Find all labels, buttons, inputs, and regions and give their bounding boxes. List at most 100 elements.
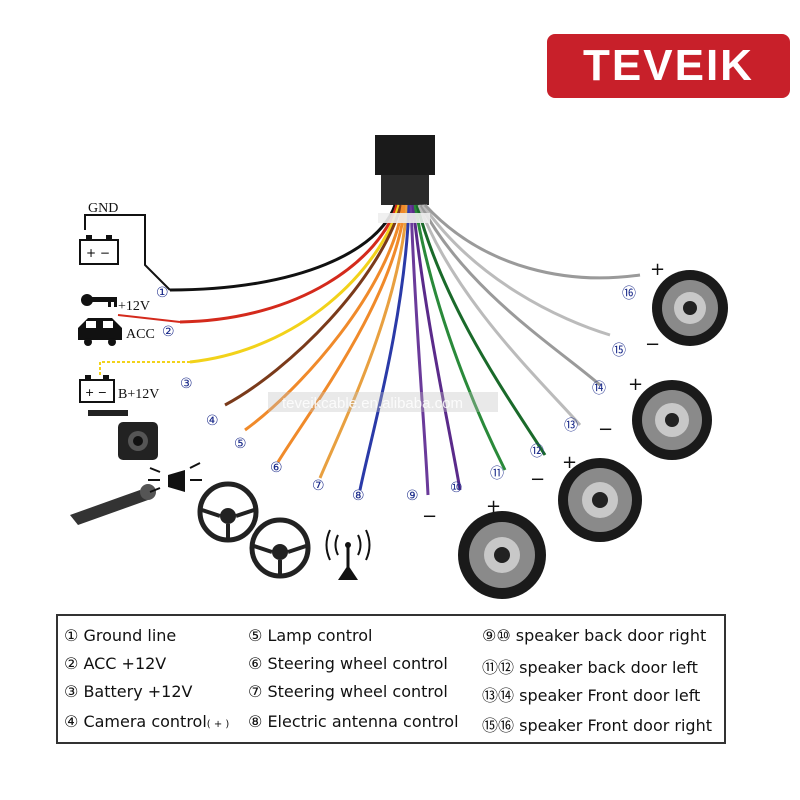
legend-num-11-12: ⑪⑫ — [482, 658, 515, 677]
legend-num-8: ⑧ — [248, 712, 263, 731]
legend-text-2: ACC +12V — [83, 654, 167, 673]
wire-5-lamp — [244, 204, 405, 432]
legend-item-8: ⑧ Electric antenna control — [248, 712, 459, 731]
wire-15 — [421, 204, 611, 337]
watermark-band — [268, 392, 498, 412]
legend-text-1: Ground line — [83, 626, 177, 645]
legend-box: ① Ground line ② ACC +12V ③ Battery +12V … — [56, 614, 726, 744]
legend-text-9-10: speaker back door right — [515, 626, 707, 645]
minus-13: − — [598, 419, 613, 440]
wire-number-12: ⑫ — [530, 444, 544, 460]
legend-num-2: ② — [64, 654, 79, 673]
speaker-back-right — [458, 511, 546, 599]
steering-wheel-icon-2 — [249, 517, 311, 579]
legend-text-4: Camera control — [83, 712, 207, 731]
legend-text-13-14: speaker Front door left — [519, 686, 701, 705]
legend-item-3: ③ Battery +12V — [64, 682, 192, 701]
legend-text-7: Steering wheel control — [267, 682, 448, 701]
legend-item-2: ② ACC +12V — [64, 654, 166, 673]
plus-12: + — [562, 452, 577, 473]
wire-bundle — [169, 203, 641, 496]
legend-item-4: ④ Camera control( + ) — [64, 712, 229, 731]
wire-number-2: ② — [162, 324, 175, 340]
legend-num-1: ① — [64, 626, 79, 645]
legend-item-6: ⑥ Steering wheel control — [248, 654, 448, 673]
legend-num-3: ③ — [64, 682, 79, 701]
wire-number-1: ① — [156, 285, 169, 301]
wire-16 — [423, 203, 641, 280]
wire-6-steering — [276, 204, 407, 463]
wire-7-steering — [318, 204, 409, 479]
legend-num-9-10: ⑨⑩ — [482, 626, 511, 645]
legend-text-8: Electric antenna control — [267, 712, 459, 731]
legend-text-6: Steering wheel control — [267, 654, 448, 673]
legend-text-15-16: speaker Front door right — [519, 716, 712, 735]
wire-13 — [417, 204, 582, 426]
svg-text:+ −: + − — [85, 386, 107, 399]
acc-label: ACC — [126, 327, 155, 342]
light-stalk-icon — [70, 484, 156, 525]
wire-number-7: ⑦ — [312, 478, 325, 494]
wire-number-9: ⑨ — [406, 488, 419, 504]
battery-icon-gnd: + − — [79, 235, 119, 265]
legend-item-15-16: ⑮⑯ speaker Front door right — [482, 712, 712, 736]
legend-item-13-14: ⑬⑭ speaker Front door left — [482, 682, 700, 706]
wire-number-8: ⑧ — [352, 488, 365, 504]
headlight-icon — [148, 462, 202, 493]
plus12v-label: +12V — [118, 299, 150, 314]
plus-16: + — [650, 259, 665, 280]
wire-number-13: ⑬ — [564, 418, 578, 434]
legend-num-6: ⑥ — [248, 654, 263, 673]
speaker-front-left — [632, 380, 712, 460]
wire-number-15: ⑮ — [612, 343, 626, 359]
legend-num-15-16: ⑮⑯ — [482, 716, 515, 735]
b12v-label: B+12V — [118, 387, 159, 402]
tape-band — [378, 213, 430, 223]
legend-item-11-12: ⑪⑫ speaker back door left — [482, 654, 698, 678]
wire-number-11: ⑪ — [490, 466, 504, 482]
plus-10: + — [486, 496, 501, 517]
legend-text-11-12: speaker back door left — [519, 658, 698, 677]
legend-num-5: ⑤ — [248, 626, 263, 645]
harness-connector — [375, 135, 435, 205]
wire-number-14: ⑭ — [592, 381, 606, 397]
wire-number-6: ⑥ — [270, 460, 283, 476]
wire-2-acc — [179, 204, 399, 324]
minus-9: − — [422, 506, 437, 527]
legend-note-4: ( + ) — [206, 719, 230, 730]
legend-item-5: ⑤ Lamp control — [248, 626, 372, 645]
steering-wheel-icon-1 — [197, 481, 259, 543]
wire-number-5: ⑤ — [234, 436, 247, 452]
antenna-icon — [325, 529, 371, 580]
wire-3-battery — [189, 204, 401, 364]
legend-text-5: Lamp control — [267, 626, 373, 645]
gnd-lead — [84, 214, 171, 291]
wire-number-10: ⑩ — [450, 480, 463, 496]
wire-1-ground — [169, 204, 397, 292]
legend-num-7: ⑦ — [248, 682, 263, 701]
wire-10 — [411, 204, 462, 491]
wire-9 — [409, 204, 430, 496]
wire-number-3: ③ — [180, 376, 193, 392]
plus-14: + — [628, 374, 643, 395]
wire-8-antenna — [358, 204, 411, 491]
speaker-back-left — [558, 458, 642, 542]
legend-num-13-14: ⑬⑭ — [482, 686, 515, 705]
wire-number-16: ⑯ — [622, 286, 636, 302]
minus-11: − — [530, 469, 545, 490]
key-icon — [81, 294, 117, 307]
brand-logo: TEVEIK — [547, 34, 790, 98]
legend-text-3: Battery +12V — [83, 682, 193, 701]
wire-number-4: ④ — [206, 413, 219, 429]
legend-item-7: ⑦ Steering wheel control — [248, 682, 448, 701]
legend-item-9-10: ⑨⑩ speaker back door right — [482, 626, 706, 645]
svg-text:+ −: + − — [86, 246, 110, 260]
speaker-front-right — [652, 270, 728, 346]
wire-4-camera — [224, 204, 403, 407]
battery-icon-b12v: + − — [79, 375, 115, 403]
acc-lead — [117, 314, 181, 323]
car-icon — [78, 318, 122, 346]
gnd-label: GND — [88, 201, 118, 216]
legend-item-1: ① Ground line — [64, 626, 176, 645]
